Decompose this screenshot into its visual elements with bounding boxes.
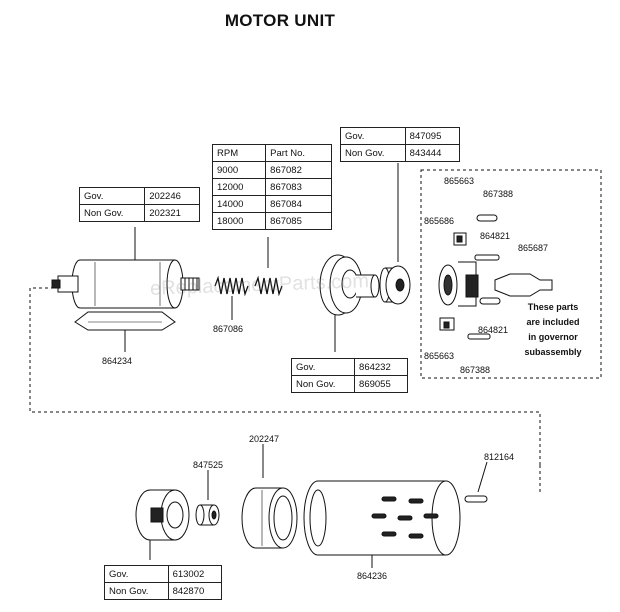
- rpm-part-table: RPM Part No. 9000 867082 12000 867083 14…: [211, 144, 332, 230]
- row-label: Gov.: [78, 187, 146, 205]
- bearing: [135, 489, 190, 541]
- governor-parts: [438, 214, 553, 340]
- table-header-row: RPM Part No.: [211, 144, 332, 162]
- table-row: 18000 867085: [211, 212, 332, 230]
- motor-assembly: [51, 259, 200, 309]
- note-line: subassembly: [524, 347, 582, 357]
- table-row: Gov. 864232: [290, 358, 408, 376]
- row-label: Non Gov.: [78, 204, 146, 222]
- row-label: Non Gov.: [104, 582, 169, 600]
- row-label: Gov.: [340, 127, 406, 145]
- governor-subassembly-frame: [420, 169, 602, 379]
- part-number: 867083: [265, 178, 332, 196]
- part-number: 869055: [354, 375, 408, 393]
- motor-base-plate: [74, 311, 176, 331]
- part-number: 843444: [404, 144, 461, 162]
- part-label-cylinder: 864236: [357, 571, 388, 581]
- housing-part-table: Gov. 864232 Non Gov. 869055: [290, 358, 408, 393]
- row-label: Non Gov.: [290, 375, 356, 393]
- note-line: in governor: [528, 332, 578, 342]
- part-number: 867082: [265, 161, 332, 179]
- table-row: Gov. 613002: [104, 565, 223, 583]
- table-row: 12000 867083: [211, 178, 332, 196]
- governor-part-table: Gov. 847095 Non Gov. 843444: [340, 127, 461, 162]
- bearing-part-table: Gov. 613002 Non Gov. 842870: [104, 565, 223, 600]
- part-label-867388-bottom: 867388: [460, 365, 491, 375]
- table-row: Gov. 202246: [78, 187, 200, 205]
- part-label-865663-bottom: 865663: [424, 351, 455, 361]
- part-label-nut: 847525: [193, 460, 224, 470]
- cylinder-housing: [303, 480, 461, 556]
- pin: [464, 495, 488, 503]
- table-row: Non Gov. 869055: [290, 375, 408, 393]
- note-line: These parts: [527, 302, 579, 312]
- column-header: RPM: [211, 144, 267, 162]
- housing-plate: [319, 254, 380, 316]
- spring: [214, 275, 283, 297]
- table-row: 9000 867082: [211, 161, 332, 179]
- row-label: 14000: [211, 195, 267, 213]
- table-row: Gov. 847095: [340, 127, 461, 145]
- leader-pin: [477, 461, 488, 493]
- part-number: 864232: [354, 358, 408, 376]
- part-number: 202246: [144, 187, 200, 205]
- part-label-865686: 865686: [424, 216, 455, 226]
- part-label-867388-top: 867388: [483, 189, 514, 199]
- table-row: Non Gov. 842870: [104, 582, 223, 600]
- part-number: 202321: [144, 204, 200, 222]
- row-label: 12000: [211, 178, 267, 196]
- row-label: 9000: [211, 161, 267, 179]
- governor-note: These parts are included in governor sub…: [513, 300, 593, 360]
- row-label: 18000: [211, 212, 267, 230]
- part-label-864821-top: 864821: [480, 231, 511, 241]
- table-row: Non Gov. 202321: [78, 204, 200, 222]
- nut: [195, 504, 220, 526]
- table-row: 14000 867084: [211, 195, 332, 213]
- motor-part-table: Gov. 202246 Non Gov. 202321: [78, 187, 200, 222]
- sleeve: [241, 487, 298, 549]
- table-row: Non Gov. 843444: [340, 144, 461, 162]
- part-label-pin: 812164: [484, 452, 515, 462]
- part-label-865687: 865687: [518, 243, 549, 253]
- part-number: 867085: [265, 212, 332, 230]
- note-line: are included: [526, 317, 580, 327]
- part-label-spring: 867086: [213, 324, 244, 334]
- part-number: 842870: [167, 582, 223, 600]
- part-label-sleeve: 202247: [249, 434, 280, 444]
- page-title: MOTOR UNIT: [224, 11, 336, 30]
- row-label: Gov.: [290, 358, 356, 376]
- row-label: Non Gov.: [340, 144, 406, 162]
- part-number: 847095: [404, 127, 461, 145]
- part-label-865663-top: 865663: [444, 176, 475, 186]
- row-label: Gov.: [104, 565, 169, 583]
- part-label-motor-base: 864234: [102, 356, 133, 366]
- column-header: Part No.: [265, 144, 332, 162]
- part-label-864821-bottom: 864821: [478, 325, 509, 335]
- governor-hub: [379, 265, 411, 305]
- part-number: 867084: [265, 195, 332, 213]
- part-number: 613002: [167, 565, 223, 583]
- assembly-path-line: [29, 287, 541, 465]
